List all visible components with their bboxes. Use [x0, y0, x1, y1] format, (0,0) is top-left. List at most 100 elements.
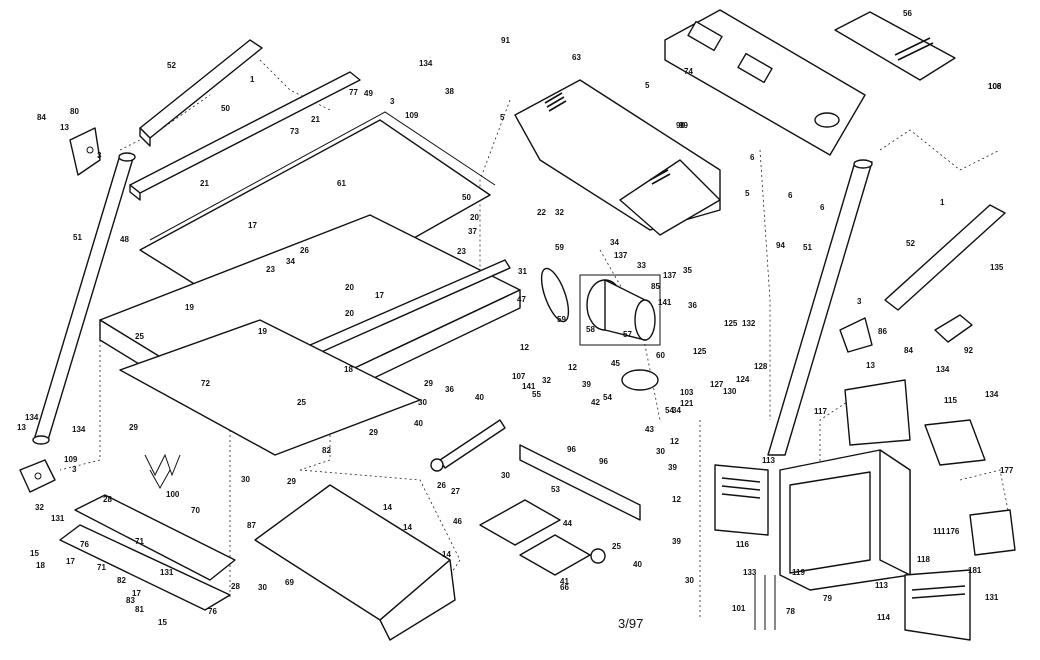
callout-52: 52: [167, 61, 176, 70]
callout-6: 6: [820, 203, 825, 212]
callout-103: 103: [680, 388, 694, 397]
callout-28: 28: [103, 495, 112, 504]
remote-part: [934, 314, 973, 343]
callout-131: 131: [51, 514, 65, 523]
callout-20: 20: [470, 213, 479, 222]
motor-rails-part: [129, 71, 361, 201]
hood-shroud-part: [254, 484, 456, 641]
base-plate-part: [119, 319, 421, 456]
callout-43: 43: [645, 425, 654, 434]
callout-85: 85: [651, 282, 660, 291]
callout-81: 81: [135, 605, 144, 614]
callout-113: 113: [762, 456, 775, 465]
callout-99: 99: [679, 121, 688, 130]
callout-36: 36: [688, 301, 697, 310]
callout-32: 32: [555, 208, 564, 217]
callout-130: 130: [723, 387, 737, 396]
callout-79: 79: [823, 594, 832, 603]
callout-23: 23: [457, 247, 466, 256]
callout-3: 3: [390, 97, 395, 106]
callout-177: 177: [1000, 466, 1014, 475]
callout-86: 86: [878, 327, 887, 336]
callout-135: 135: [990, 263, 1004, 272]
callout-20: 20: [345, 283, 354, 292]
callout-132: 132: [742, 319, 756, 328]
callout-80: 80: [70, 107, 79, 116]
callout-72: 72: [201, 379, 210, 388]
callout-131: 131: [985, 593, 999, 602]
callout-58: 58: [586, 325, 595, 334]
monitor-bracket-part: [844, 379, 911, 446]
callout-32: 32: [542, 376, 551, 385]
callout-106: 106: [988, 82, 1002, 91]
callout-78: 78: [786, 607, 795, 616]
callout-17: 17: [66, 557, 75, 566]
callout-39: 39: [672, 537, 681, 546]
callout-54: 54: [665, 406, 674, 415]
callout-137: 137: [663, 271, 677, 280]
callout-128: 128: [754, 362, 768, 371]
callout-32: 32: [35, 503, 44, 512]
callout-49: 49: [364, 89, 373, 98]
callout-labels: 1133335556661212121213131314141415151717…: [17, 9, 1014, 627]
right-crossbar-part: [884, 204, 1006, 311]
callout-17: 17: [375, 291, 384, 300]
callout-76: 76: [208, 607, 217, 616]
callout-18: 18: [36, 561, 45, 570]
pulley-part: [621, 369, 659, 391]
callout-27: 27: [451, 487, 460, 496]
callout-14: 14: [383, 503, 392, 512]
callout-124: 124: [736, 375, 750, 384]
callout-134: 134: [419, 59, 433, 68]
callout-20: 20: [345, 309, 354, 318]
callout-114: 114: [877, 613, 890, 622]
callout-13: 13: [17, 423, 26, 432]
callout-15: 15: [30, 549, 39, 558]
date-code: 3/97: [618, 616, 643, 631]
callout-40: 40: [633, 560, 642, 569]
callout-96: 96: [599, 457, 608, 466]
callout-91: 91: [501, 36, 510, 45]
callout-50: 50: [221, 104, 230, 113]
callout-71: 71: [97, 563, 106, 572]
callout-25: 25: [135, 332, 144, 341]
callout-26: 26: [300, 246, 309, 255]
callout-108: 108: [988, 82, 1002, 91]
callout-84: 84: [37, 113, 46, 122]
callout-31: 31: [518, 267, 527, 276]
callout-29: 29: [369, 428, 378, 437]
callout-29: 29: [287, 477, 296, 486]
callout-117: 117: [814, 407, 827, 416]
callout-50: 50: [462, 193, 471, 202]
callout-30: 30: [241, 475, 250, 484]
callout-14: 14: [403, 523, 412, 532]
callout-176: 176: [946, 527, 960, 536]
callout-34: 34: [610, 238, 619, 247]
callout-133: 133: [743, 568, 757, 577]
callout-137: 137: [614, 251, 628, 260]
controller-board-part: [479, 499, 591, 576]
drive-belt-part: [540, 267, 570, 323]
callout-25: 25: [297, 398, 306, 407]
motor-hood-part: [514, 79, 721, 236]
callout-116: 116: [736, 540, 749, 549]
callout-14: 14: [442, 550, 451, 559]
monitor-part: [779, 449, 911, 591]
threaded-rods-part: [754, 575, 776, 630]
callout-26: 26: [437, 481, 446, 490]
spring-clips-part: [144, 453, 181, 490]
callout-37: 37: [468, 227, 477, 236]
callout-29: 29: [424, 379, 433, 388]
callout-125: 125: [724, 319, 738, 328]
callout-107: 107: [512, 372, 526, 381]
callout-42: 42: [591, 398, 600, 407]
callout-44: 44: [563, 519, 572, 528]
callout-118: 118: [917, 555, 930, 564]
callout-1: 1: [250, 75, 255, 84]
callout-34: 34: [286, 257, 295, 266]
callout-5: 5: [645, 81, 650, 90]
callout-25: 25: [612, 542, 621, 551]
callout-125: 125: [693, 347, 707, 356]
callout-19: 19: [185, 303, 194, 312]
callout-30: 30: [685, 576, 694, 585]
